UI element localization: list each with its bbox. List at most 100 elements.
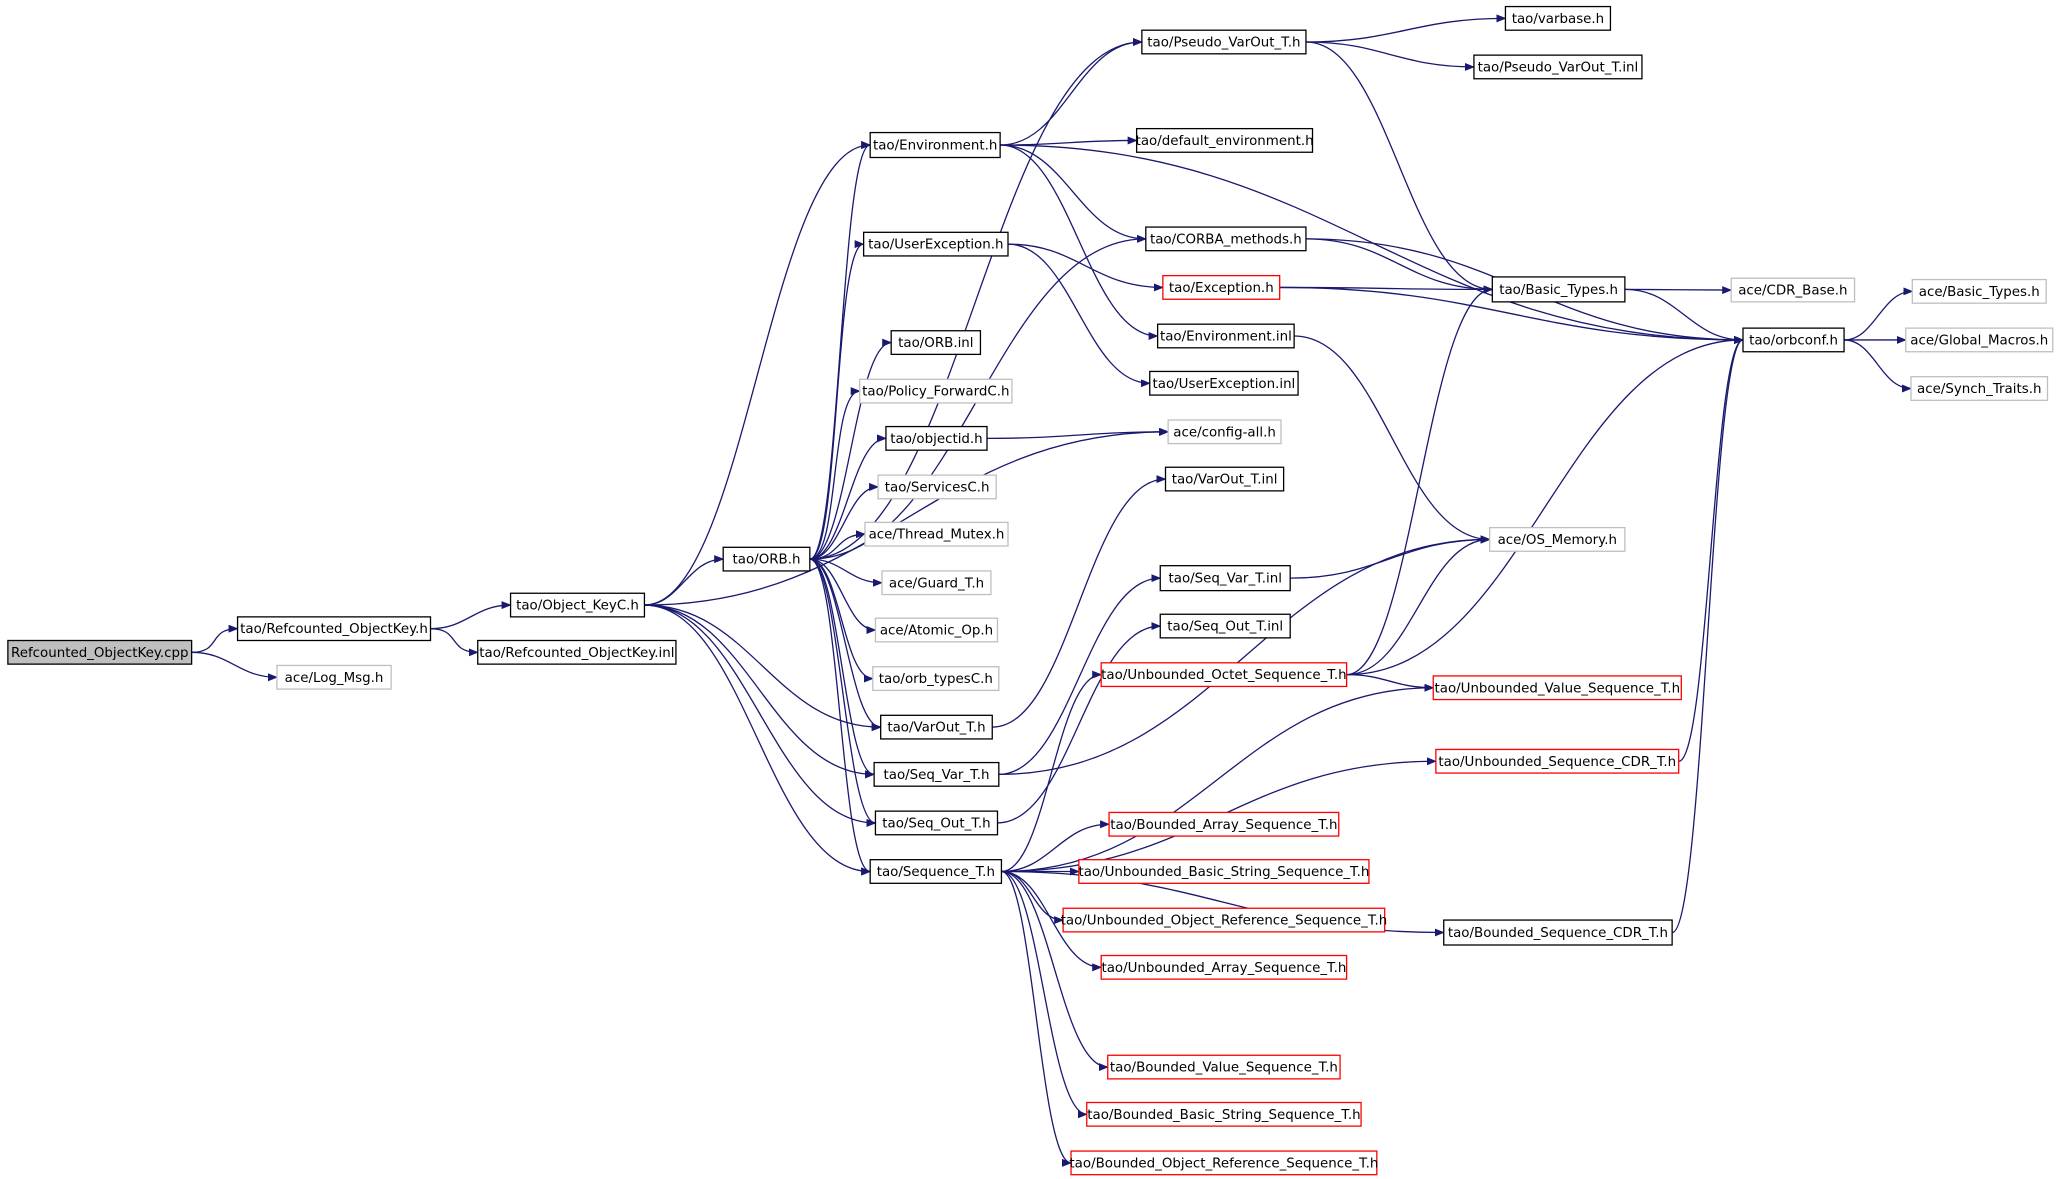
edge-orb-to-thrmtx <box>809 530 866 560</box>
node-seqout[interactable]: tao/Seq_Out_T.h <box>874 810 999 836</box>
edge-btypes-to-cdrbase <box>1624 286 1733 295</box>
node-box <box>1473 54 1643 80</box>
node-box <box>1489 526 1626 552</box>
node-ace_bt[interactable]: ace/Basic_Types.h <box>1911 278 2047 304</box>
node-box <box>1062 907 1386 933</box>
edge-seqt-to-bbstr <box>1001 870 1088 1119</box>
node-label: ace/Synch_Traits.h <box>1917 382 2041 397</box>
edge-env-to-pvo <box>1000 38 1143 146</box>
node-pvo[interactable]: tao/Pseudo_VarOut_T.h <box>1141 29 1307 55</box>
node-okey[interactable]: tao/Object_KeyC.h <box>509 592 646 618</box>
node-bobj[interactable]: tao/Bounded_Object_Reference_Sequence_T.… <box>1069 1150 1378 1176</box>
node-ucdr[interactable]: tao/Unbounded_Sequence_CDR_T.h <box>1435 748 1680 774</box>
node-label: tao/Refcounted_ObjectKey.inl <box>479 646 674 661</box>
node-cdrbase[interactable]: ace/CDR_Base.h <box>1730 277 1856 303</box>
node-uexc[interactable]: tao/UserException.h <box>862 231 1009 257</box>
node-objid[interactable]: tao/objectid.h <box>885 425 988 451</box>
edge-uexc-to-uexc_inl <box>1007 243 1151 388</box>
node-root: Refcounted_ObjectKey.cpp <box>7 639 193 665</box>
node-label: tao/VarOut_T.h <box>887 721 985 736</box>
node-box <box>1162 274 1281 300</box>
node-label: tao/varbase.h <box>1512 12 1604 27</box>
node-box <box>1078 859 1370 884</box>
node-label: tao/Basic_Types.h <box>1499 283 1618 298</box>
node-barr[interactable]: tao/Bounded_Array_Sequence_T.h <box>1108 811 1340 837</box>
node-corba[interactable]: tao/CORBA_methods.h <box>1145 226 1307 252</box>
node-box <box>509 592 646 618</box>
node-rc_h[interactable]: tao/Refcounted_ObjectKey.h <box>236 616 432 642</box>
node-polfwd[interactable]: tao/Policy_ForwardC.h <box>859 378 1013 404</box>
node-label: tao/CORBA_methods.h <box>1150 232 1302 247</box>
edge-okey-to-env <box>644 141 872 606</box>
node-atomic[interactable]: ace/Atomic_Op.h <box>874 617 999 643</box>
node-box <box>1164 466 1285 492</box>
node-logmsg[interactable]: ace/Log_Msg.h <box>276 664 392 690</box>
node-box <box>862 231 1009 257</box>
edge-seqvar_inl-to-osmem <box>1290 535 1491 579</box>
node-guard[interactable]: ace/Guard_T.h <box>881 570 992 596</box>
node-synch[interactable]: ace/Synch_Traits.h <box>1910 376 2049 401</box>
edge-uoct-to-orbconf <box>1346 335 1744 676</box>
node-orb[interactable]: tao/ORB.h <box>722 546 811 572</box>
node-rc_inl[interactable]: tao/Refcounted_ObjectKey.inl <box>477 639 677 665</box>
node-pvo_inl[interactable]: tao/Pseudo_VarOut_T.inl <box>1473 54 1643 80</box>
node-label: tao/Bounded_Basic_String_Sequence_T.h <box>1087 1108 1360 1123</box>
node-osmem[interactable]: ace/OS_Memory.h <box>1489 526 1626 552</box>
node-seqt[interactable]: tao/Sequence_T.h <box>869 859 1003 884</box>
node-uarr[interactable]: tao/Unbounded_Array_Sequence_T.h <box>1100 954 1348 980</box>
edge-seqout-to-seqout_inl <box>997 622 1162 824</box>
node-label: ace/Basic_Types.h <box>1919 285 2040 300</box>
node-thrmtx[interactable]: ace/Thread_Mutex.h <box>864 521 1009 547</box>
edge-exc-to-orbconf <box>1279 286 1744 344</box>
edge-okey-to-seqvar <box>644 604 876 779</box>
node-svcc[interactable]: tao/ServicesC.h <box>877 474 997 500</box>
node-bbstr[interactable]: tao/Bounded_Basic_String_Sequence_T.h <box>1086 1101 1362 1127</box>
node-env_inl[interactable]: tao/Environment.inl <box>1156 323 1295 349</box>
node-uexc_inl[interactable]: tao/UserException.inl <box>1149 370 1299 396</box>
node-label: tao/Object_KeyC.h <box>516 599 639 614</box>
node-exc[interactable]: tao/Exception.h <box>1162 274 1281 300</box>
node-uobj[interactable]: tao/Unbounded_Object_Reference_Sequence_… <box>1061 907 1388 933</box>
edge-bcdr-to-orbconf <box>1671 336 1744 934</box>
edge-orb-to-polfwd <box>809 387 861 560</box>
node-box <box>276 664 392 690</box>
node-seqout_inl[interactable]: tao/Seq_Out_T.inl <box>1159 613 1291 639</box>
node-label: tao/UserException.h <box>868 238 1003 253</box>
node-orbconf[interactable]: tao/orbconf.h <box>1742 327 1845 353</box>
node-cfgall[interactable]: ace/config-all.h <box>1167 419 1282 445</box>
node-varout_inl[interactable]: tao/VarOut_T.inl <box>1164 466 1285 492</box>
edge-orb-to-varout <box>809 558 882 732</box>
node-label: tao/Unbounded_Basic_String_Sequence_T.h <box>1078 865 1369 880</box>
edge-varout-to-varout_inl <box>992 475 1167 728</box>
node-seqvar[interactable]: tao/Seq_Var_T.h <box>873 761 1000 787</box>
node-box <box>872 666 1000 692</box>
node-bval[interactable]: tao/Bounded_Value_Sequence_T.h <box>1107 1054 1341 1080</box>
node-box <box>1910 376 2049 401</box>
node-box <box>873 761 1000 787</box>
node-box <box>722 546 811 572</box>
node-label: tao/orb_typesC.h <box>879 672 993 687</box>
nodes-layer: Refcounted_ObjectKey.cpp tao/Refcounted_O… <box>7 5 2054 1176</box>
edge-root-to-rc_h <box>191 624 239 653</box>
node-box <box>1141 29 1307 55</box>
edge-env-to-corba <box>1000 144 1147 243</box>
edge-env-to-env_inl <box>1000 144 1159 340</box>
node-uval[interactable]: tao/Unbounded_Value_Sequence_T.h <box>1432 675 1682 701</box>
node-env[interactable]: tao/Environment.h <box>869 131 1001 159</box>
edge-orb-to-objid <box>809 434 887 560</box>
node-orb_inl[interactable]: tao/ORB.inl <box>890 330 982 356</box>
node-orbtypes[interactable]: tao/orb_typesC.h <box>872 666 1000 692</box>
node-gmac[interactable]: ace/Global_Macros.h <box>1905 327 2054 353</box>
edge-orb-to-orb_inl <box>809 338 893 560</box>
node-uoct[interactable]: tao/Unbounded_Octet_Sequence_T.h <box>1100 662 1348 688</box>
node-seqvar_inl[interactable]: tao/Seq_Var_T.inl <box>1159 565 1291 592</box>
edge-seqt-to-uoct <box>1001 670 1103 873</box>
node-varbase[interactable]: tao/varbase.h <box>1504 5 1612 31</box>
node-btypes[interactable]: tao/Basic_Types.h <box>1491 276 1626 303</box>
node-label: tao/Seq_Var_T.inl <box>1169 572 1282 587</box>
node-defenv[interactable]: tao/default_environment.h <box>1136 127 1314 153</box>
node-varout[interactable]: tao/VarOut_T.h <box>880 714 993 740</box>
node-bcdr[interactable]: tao/Bounded_Sequence_CDR_T.h <box>1443 919 1673 946</box>
node-label: Refcounted_ObjectKey.cpp <box>11 646 188 661</box>
node-ubstr[interactable]: tao/Unbounded_Basic_String_Sequence_T.h <box>1078 859 1370 884</box>
